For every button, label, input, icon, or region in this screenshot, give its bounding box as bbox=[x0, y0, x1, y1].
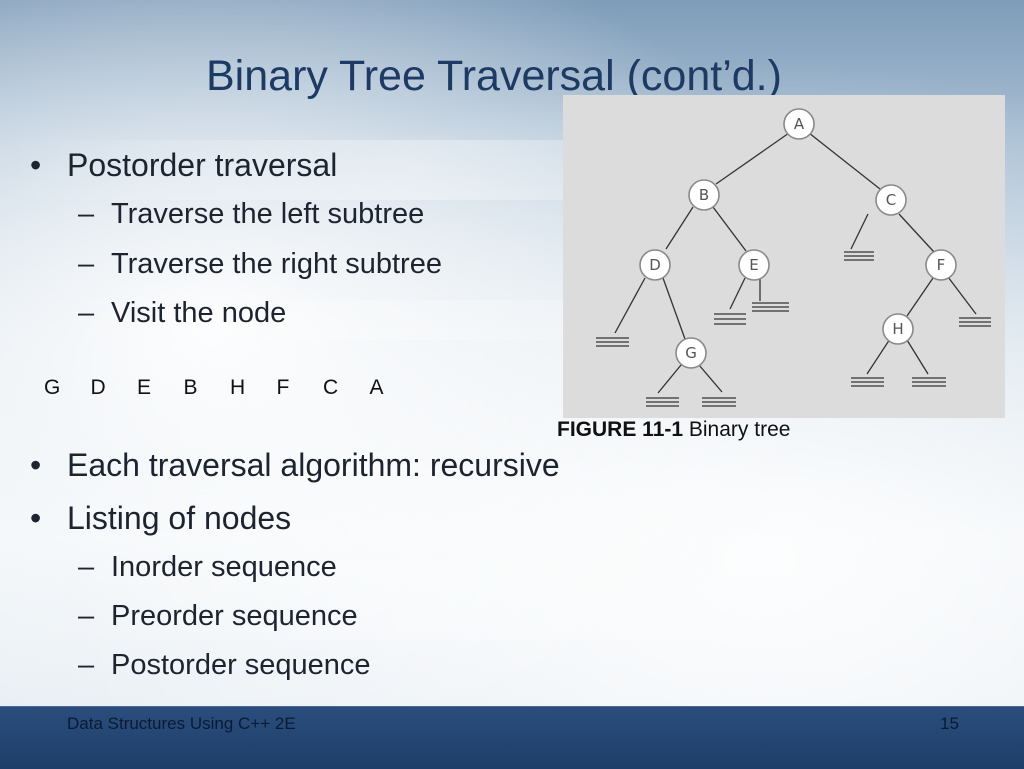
tree-node-label: D bbox=[649, 256, 661, 274]
tree-node-label: B bbox=[699, 186, 709, 204]
postorder-sequence: G D E B H F C A bbox=[44, 376, 416, 400]
subbullet-visit-node: Visit the node bbox=[78, 297, 286, 330]
subbullet-inorder-sequence: Inorder sequence bbox=[78, 551, 337, 584]
sequence-item: D bbox=[90, 376, 106, 399]
edge-c-f bbox=[898, 213, 935, 253]
sequence-item: C bbox=[323, 376, 339, 399]
sequence-item: B bbox=[183, 376, 198, 399]
tree-node-c: C bbox=[875, 184, 907, 216]
tree-node-label: F bbox=[937, 256, 946, 274]
tree-node-label: C bbox=[886, 191, 896, 209]
binary-tree-figure: A B C D E F G H bbox=[563, 95, 1005, 418]
tree-node-label: E bbox=[749, 256, 758, 274]
edge-b-e bbox=[712, 206, 747, 252]
tree-node-label: A bbox=[794, 115, 805, 133]
subbullet-preorder-sequence: Preorder sequence bbox=[78, 600, 358, 633]
edge-a-c bbox=[808, 132, 881, 190]
subbullet-postorder-sequence: Postorder sequence bbox=[78, 649, 371, 682]
tree-node-h: H bbox=[882, 313, 914, 345]
binary-tree-diagram: A B C D E F G H bbox=[596, 108, 991, 407]
sequence-item: G bbox=[44, 376, 61, 399]
bullet-postorder-traversal: Postorder traversal bbox=[30, 147, 337, 184]
footer-book-title: Data Structures Using C++ 2E bbox=[67, 714, 296, 733]
tree-node-e: E bbox=[738, 249, 770, 281]
sequence-item: A bbox=[369, 376, 384, 399]
tree-node-g: G bbox=[675, 337, 707, 369]
slide-footer: Data Structures Using C++ 2E 15 bbox=[0, 706, 1024, 769]
slide-title: Binary Tree Traversal (cont’d.) bbox=[206, 52, 782, 100]
edge-b-d bbox=[665, 206, 694, 250]
edge-f-h bbox=[906, 277, 934, 317]
figure-caption-text: Binary tree bbox=[683, 418, 791, 441]
subbullet-traverse-right: Traverse the right subtree bbox=[78, 248, 442, 281]
tree-node-label: G bbox=[685, 344, 697, 362]
figure-caption: FIGURE 11-1 Binary tree bbox=[557, 418, 790, 442]
edge-a-b bbox=[715, 132, 790, 185]
tree-node-label: H bbox=[892, 320, 903, 338]
edge-d-g bbox=[662, 277, 686, 340]
sequence-item: H bbox=[230, 376, 246, 399]
page-number: 15 bbox=[940, 714, 959, 733]
tree-node-f: F bbox=[925, 249, 957, 281]
tree-edges bbox=[662, 132, 935, 340]
tree-node-d: D bbox=[639, 249, 671, 281]
subbullet-traverse-left: Traverse the left subtree bbox=[78, 198, 424, 231]
bullet-listing-of-nodes: Listing of nodes bbox=[30, 500, 291, 537]
sequence-item: F bbox=[276, 376, 290, 399]
figure-caption-label: FIGURE 11-1 bbox=[557, 418, 684, 441]
tree-node-a: A bbox=[783, 108, 815, 140]
null-links bbox=[596, 213, 991, 407]
bullet-each-traversal: Each traversal algorithm: recursive bbox=[30, 447, 560, 484]
tree-node-b: B bbox=[688, 179, 720, 211]
sequence-item: E bbox=[137, 376, 152, 399]
